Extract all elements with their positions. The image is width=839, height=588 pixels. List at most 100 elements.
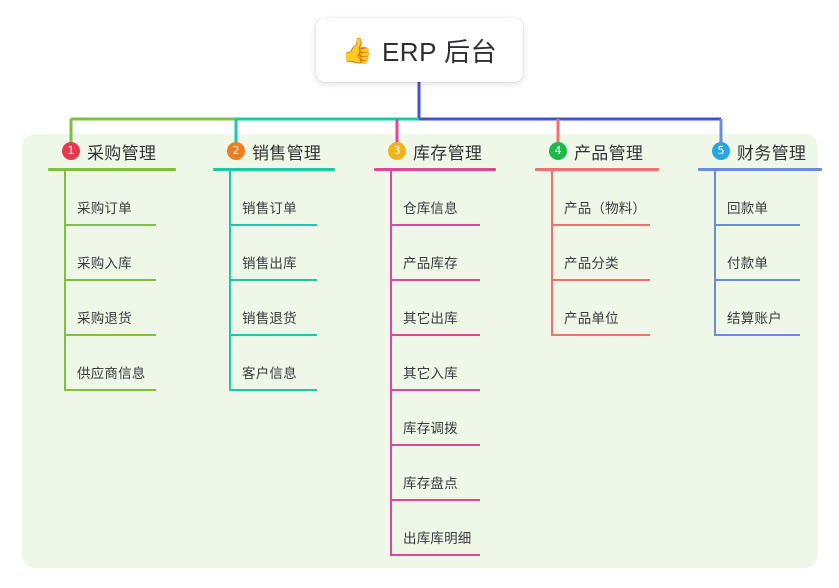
root-node-title: ERP 后台 <box>381 36 498 67</box>
branch-column-2: 2 销售管理销售订单销售出库销售退货客户信息 <box>205 134 335 391</box>
branch-number-badge: 5 <box>712 142 730 160</box>
branch-item-label: 仓库信息 <box>403 201 458 216</box>
branch-column-3: 3 库存管理仓库信息产品库存其它出库其它入库库存调拨库存盘点出库库明细 <box>366 134 496 556</box>
branch-header-rule <box>374 168 496 171</box>
branch-title: 产品管理 <box>574 143 644 163</box>
branch-item-label: 其它入库 <box>403 366 458 381</box>
branch-header-1[interactable]: 1 采购管理 <box>40 134 176 168</box>
branch-item-list: 销售订单销售出库销售退货客户信息 <box>229 171 335 391</box>
branch-item-underline <box>64 279 156 281</box>
branch-header-rule <box>698 168 822 171</box>
branch-item-underline <box>64 389 156 391</box>
branch-header-rule <box>48 168 176 171</box>
branch-item[interactable]: 产品分类 <box>551 226 659 281</box>
branch-title: 库存管理 <box>413 143 483 163</box>
branch-item-label: 产品分类 <box>564 256 619 271</box>
branch-item[interactable]: 出库库明细 <box>390 501 496 556</box>
branch-vertical-stem <box>229 171 231 391</box>
branch-item[interactable]: 库存调拨 <box>390 391 496 446</box>
branch-item-label: 出库库明细 <box>403 531 472 546</box>
branch-item-underline <box>229 389 317 391</box>
branch-item-label: 其它出库 <box>403 311 458 326</box>
diagram-background-panel <box>22 134 818 568</box>
branch-vertical-stem <box>551 171 553 336</box>
branch-item[interactable]: 供应商信息 <box>64 336 176 391</box>
branch-item[interactable]: 销售出库 <box>229 226 335 281</box>
thumbs-up-icon: 👍 <box>341 36 373 65</box>
branch-item-underline <box>390 334 480 336</box>
branch-item-underline <box>551 279 650 281</box>
branch-item-label: 客户信息 <box>242 366 297 381</box>
branch-item-underline <box>64 224 156 226</box>
branch-item-underline <box>390 444 480 446</box>
branch-item-label: 产品单位 <box>564 311 619 326</box>
branch-header-3[interactable]: 3 库存管理 <box>366 134 496 168</box>
branch-number-badge: 3 <box>388 142 406 160</box>
branch-item[interactable]: 结算账户 <box>714 281 822 336</box>
branch-item[interactable]: 采购入库 <box>64 226 176 281</box>
branch-item-label: 销售退货 <box>242 311 297 326</box>
branch-item[interactable]: 库存盘点 <box>390 446 496 501</box>
branch-item-underline <box>714 279 800 281</box>
branch-item-underline <box>714 334 800 336</box>
branch-item-underline <box>229 334 317 336</box>
root-node-erp-backend[interactable]: 👍 ERP 后台 <box>316 18 523 82</box>
branch-item-list: 产品（物料） 产品分类产品单位 <box>551 171 659 336</box>
branch-vertical-stem <box>714 171 716 336</box>
branch-item-label: 供应商信息 <box>77 366 146 381</box>
branch-item-underline <box>390 224 480 226</box>
branch-number-badge: 2 <box>227 142 245 160</box>
branch-item-underline <box>390 554 480 556</box>
branch-item-underline <box>390 499 480 501</box>
branch-item-label: 采购入库 <box>77 256 132 271</box>
branch-item-underline <box>714 224 800 226</box>
branch-item[interactable]: 销售订单 <box>229 171 335 226</box>
branch-columns: 1 采购管理采购订单采购入库采购退货供应商信息 2 销售管理销售订单销售出库销售退货客… <box>22 134 822 568</box>
branch-item-label: 产品库存 <box>403 256 458 271</box>
branch-item-label: 库存调拨 <box>403 421 458 436</box>
branch-item[interactable]: 销售退货 <box>229 281 335 336</box>
branch-title: 销售管理 <box>252 143 322 163</box>
branch-item-label: 采购退货 <box>77 311 132 326</box>
branch-item[interactable]: 付款单 <box>714 226 822 281</box>
branch-item-underline <box>64 334 156 336</box>
branch-vertical-stem <box>390 171 392 556</box>
branch-header-2[interactable]: 2 销售管理 <box>205 134 335 168</box>
branch-item-list: 回款单付款单结算账户 <box>714 171 822 336</box>
branch-item-list: 仓库信息产品库存其它出库其它入库库存调拨库存盘点出库库明细 <box>390 171 496 556</box>
branch-item-label: 产品（物料） <box>564 201 647 216</box>
branch-item[interactable]: 产品（物料） <box>551 171 659 226</box>
branch-column-5: 5 财务管理回款单付款单结算账户 <box>690 134 822 336</box>
branch-column-4: 4 产品管理产品（物料） 产品分类产品单位 <box>527 134 659 336</box>
branch-item[interactable]: 采购退货 <box>64 281 176 336</box>
branch-header-5[interactable]: 5 财务管理 <box>690 134 822 168</box>
branch-title: 采购管理 <box>87 143 157 163</box>
branch-header-rule <box>213 168 335 171</box>
branch-item-label: 库存盘点 <box>403 476 458 491</box>
branch-item-underline <box>229 224 317 226</box>
branch-item[interactable]: 采购订单 <box>64 171 176 226</box>
branch-item[interactable]: 产品单位 <box>551 281 659 336</box>
branch-header-4[interactable]: 4 产品管理 <box>527 134 659 168</box>
branch-item-label: 销售出库 <box>242 256 297 271</box>
branch-item-underline <box>390 389 480 391</box>
branch-item-underline <box>551 224 650 226</box>
branch-vertical-stem <box>64 171 66 391</box>
branch-item[interactable]: 回款单 <box>714 171 822 226</box>
branch-number-badge: 1 <box>62 142 80 160</box>
branch-item[interactable]: 仓库信息 <box>390 171 496 226</box>
branch-item-list: 采购订单采购入库采购退货供应商信息 <box>64 171 176 391</box>
branch-item-underline <box>390 279 480 281</box>
branch-item[interactable]: 客户信息 <box>229 336 335 391</box>
branch-item-label: 采购订单 <box>77 201 132 216</box>
branch-item-label: 付款单 <box>727 256 769 271</box>
branch-item-label: 结算账户 <box>727 311 782 326</box>
branch-item[interactable]: 产品库存 <box>390 226 496 281</box>
branch-item[interactable]: 其它入库 <box>390 336 496 391</box>
branch-item[interactable]: 其它出库 <box>390 281 496 336</box>
branch-header-rule <box>535 168 659 171</box>
branch-number-badge: 4 <box>549 142 567 160</box>
branch-item-underline <box>229 279 317 281</box>
branch-title: 财务管理 <box>737 143 807 163</box>
branch-item-label: 销售订单 <box>242 201 297 216</box>
